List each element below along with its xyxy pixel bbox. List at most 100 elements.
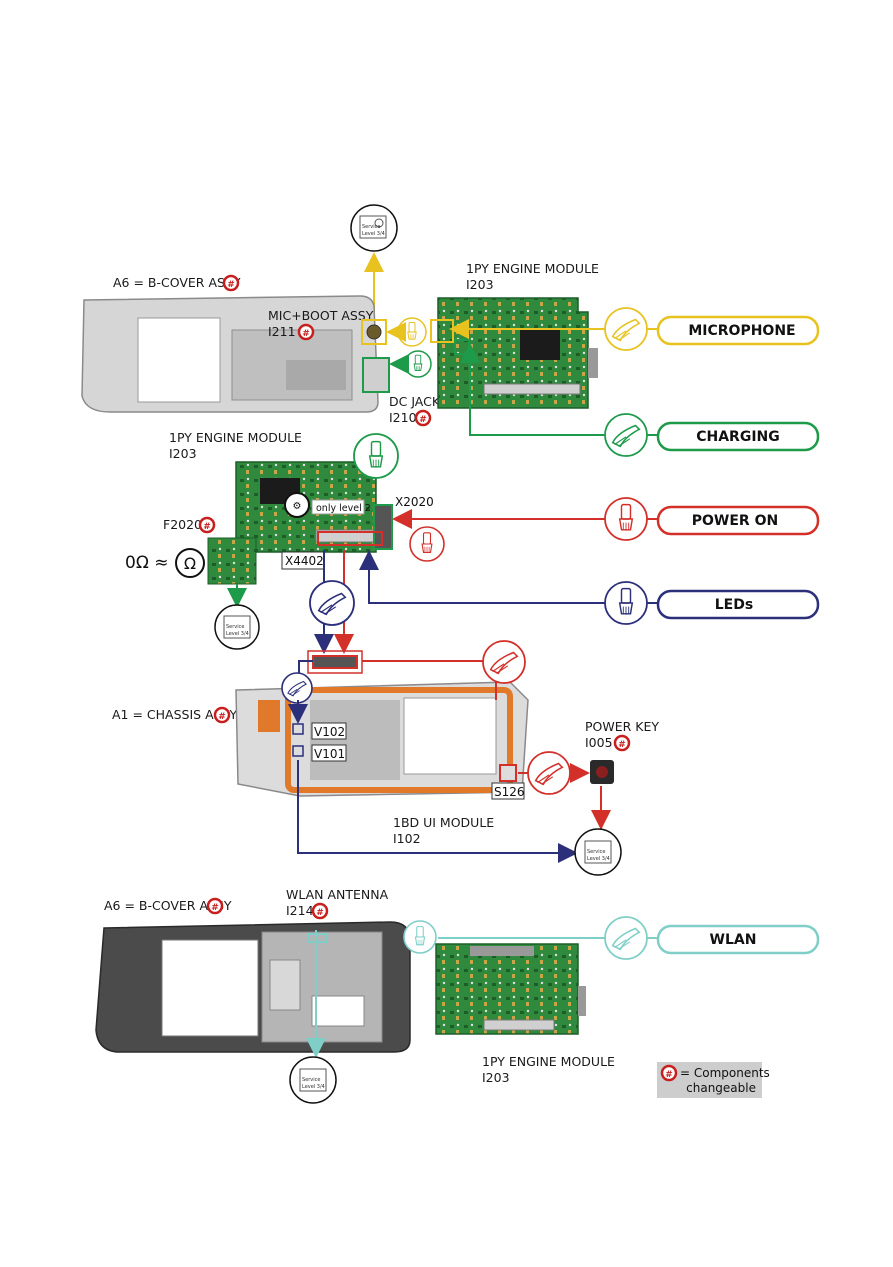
s126-tool-icon — [527, 751, 571, 795]
x4402-label: X4402 — [285, 554, 324, 568]
chassis-blue-tool-icon — [281, 672, 313, 704]
b-cover-top-label: A6 = B-COVER ASSY — [113, 275, 241, 290]
mic-boot-id: I211 — [268, 324, 296, 339]
wlan-pill — [656, 924, 820, 955]
svg-text:⚙: ⚙ — [293, 501, 302, 512]
power-key-label: POWER KEY — [585, 719, 659, 734]
ohm-formula: 0Ω ≈ — [125, 553, 168, 573]
f2020-label: F2020 — [163, 517, 202, 532]
ui-module-id: I102 — [393, 831, 421, 846]
leds-return-line — [297, 760, 578, 863]
leds-pill — [656, 589, 820, 620]
wlan-antenna-label: WLAN ANTENNA — [286, 887, 389, 902]
mic-boot-label: MIC+BOOT ASSY — [268, 308, 374, 323]
service-level-icon-chassis: Service Level 3/4 — [574, 828, 622, 876]
engine-module-1-board — [437, 297, 598, 409]
ui-module-label: 1BD UI MODULE — [393, 815, 494, 830]
chassis-label: A1 = CHASSIS ASSY — [112, 707, 237, 722]
svg-text:#: # — [316, 908, 324, 918]
changeable-badge-b-cover-top: # — [222, 274, 240, 292]
changeable-badge-mic-boot: # — [297, 323, 315, 341]
only-level-2-box — [311, 499, 365, 515]
charging-line — [460, 343, 606, 436]
engine-module-2-label: 1PY ENGINE MODULE — [169, 430, 302, 445]
microphone-component — [366, 324, 382, 340]
chassis-red-tool-icon — [482, 640, 526, 684]
svg-text:#: # — [618, 740, 626, 750]
v101-box — [311, 744, 347, 762]
microphone-label: MICROPHONE — [688, 323, 795, 339]
charging-pill — [656, 421, 820, 452]
svg-text:#: # — [302, 329, 310, 339]
engine-module-3-id: I203 — [482, 1070, 510, 1085]
changeable-badge-wlan-antenna: # — [311, 902, 329, 920]
svg-text:#: # — [665, 1070, 673, 1080]
svg-text:Level 3/4: Level 3/4 — [302, 1084, 325, 1090]
ohm-symbol-icon — [175, 548, 205, 578]
svg-text:Service: Service — [302, 1077, 320, 1083]
svg-text:Service: Service — [587, 849, 605, 855]
b-cover-bottom — [95, 921, 411, 1053]
svg-text:#: # — [419, 415, 427, 425]
legend-badge-icon — [660, 1064, 678, 1082]
leds-line — [359, 550, 606, 604]
wlan-label: WLAN — [710, 932, 757, 948]
wlan-tool-icon — [604, 916, 648, 960]
service-icon-line2: Level 3/4 — [362, 231, 385, 237]
svg-text:Level 3/4: Level 3/4 — [226, 631, 249, 637]
v102-box — [311, 722, 347, 740]
microphone-pill — [656, 315, 820, 346]
changeable-badge-f2020: # — [198, 516, 216, 534]
engine-module-3-label: 1PY ENGINE MODULE — [482, 1054, 615, 1069]
wlan-antenna-id: I214 — [286, 903, 314, 918]
engine-module-1-id: I203 — [466, 277, 494, 292]
chassis-connector — [312, 655, 358, 669]
service-icon-line1: Service — [362, 224, 380, 230]
legend: # = Components changeable — [657, 1062, 770, 1098]
flex-tool-icon — [309, 580, 355, 626]
service-level-icon-f2020: Service Level 3/4 — [214, 604, 260, 650]
b-cover-bottom-label: A6 = B-COVER ASSY — [104, 898, 232, 913]
chassis-assembly — [235, 681, 529, 797]
f2020-zoom — [207, 537, 257, 585]
charging-tool-icon — [604, 413, 648, 457]
svg-text:#: # — [218, 712, 226, 722]
service-level-icon-top: Service Level 3/4 — [350, 204, 398, 252]
x2020-label: X2020 — [395, 495, 434, 509]
power-on-pill — [656, 505, 820, 536]
legend-line2: changeable — [686, 1081, 756, 1095]
s126-switch — [499, 764, 517, 782]
engine-module-2-id: I203 — [169, 446, 197, 461]
dc-jack-label: DC JACK — [389, 394, 441, 409]
svg-text:Service: Service — [226, 624, 244, 630]
v101-label: V101 — [314, 747, 345, 761]
engine-module-3-board — [435, 943, 586, 1035]
changeable-badge-dc-jack: # — [414, 409, 432, 427]
changeable-badge-b-cover-bottom: # — [206, 897, 224, 915]
engine-module-1-label: 1PY ENGINE MODULE — [466, 261, 599, 276]
s126-box — [491, 782, 525, 800]
changeable-badge-chassis: # — [213, 706, 231, 724]
svg-text:Level 3/4: Level 3/4 — [587, 856, 610, 862]
service-level-icon-wlan: Service Level 3/4 — [289, 1056, 337, 1104]
leds-label: LEDs — [715, 597, 753, 613]
dc-jack-highlight — [362, 357, 390, 393]
legend-line1: = Components — [680, 1066, 770, 1080]
mic-tool-icon — [604, 307, 648, 351]
only-level-2-icon — [284, 492, 310, 518]
svg-text:#: # — [203, 522, 211, 532]
svg-text:Ω: Ω — [184, 554, 196, 573]
x4402-connector — [317, 531, 383, 546]
s126-label: S126 — [494, 785, 525, 799]
only-level-2-label: only level 2 — [316, 503, 371, 514]
power-key-id: I005 — [585, 735, 613, 750]
svg-text:#: # — [211, 903, 219, 913]
dc-jack-id: I210 — [389, 410, 417, 425]
v102-label: V102 — [314, 725, 345, 739]
power-on-label: POWER ON — [692, 513, 778, 529]
charging-label: CHARGING — [696, 429, 780, 445]
svg-text:#: # — [227, 280, 235, 290]
changeable-badge-power-key: # — [613, 734, 631, 752]
